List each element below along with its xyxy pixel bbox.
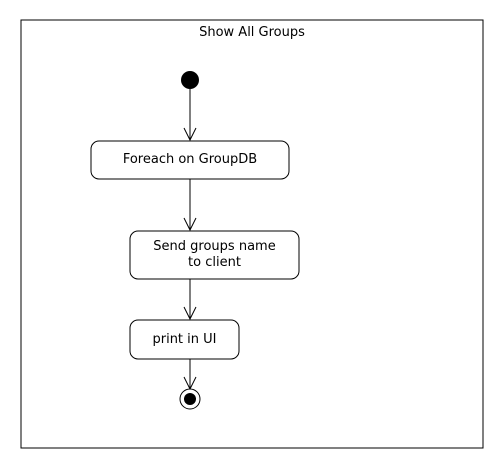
- action-send: [129, 230, 300, 280]
- action-foreach-label: Foreach on GroupDB: [122, 152, 258, 167]
- action-print: [129, 319, 240, 360]
- arrowhead-start-to-foreach: [183, 127, 197, 142]
- action-print-label: print in UI: [152, 332, 217, 347]
- arrowhead-foreach-to-send: [183, 217, 197, 232]
- arrowhead-send-to-print: [183, 306, 197, 321]
- initial-node: [181, 71, 199, 89]
- action-send-label-line-2: to client: [188, 255, 241, 270]
- final-node-inner-dot: [184, 393, 196, 405]
- action-send-label-line-1: Send groups name: [153, 239, 276, 254]
- diagram-title: Show All Groups: [199, 25, 305, 40]
- action-send-label: Send groups name to client: [130, 239, 299, 271]
